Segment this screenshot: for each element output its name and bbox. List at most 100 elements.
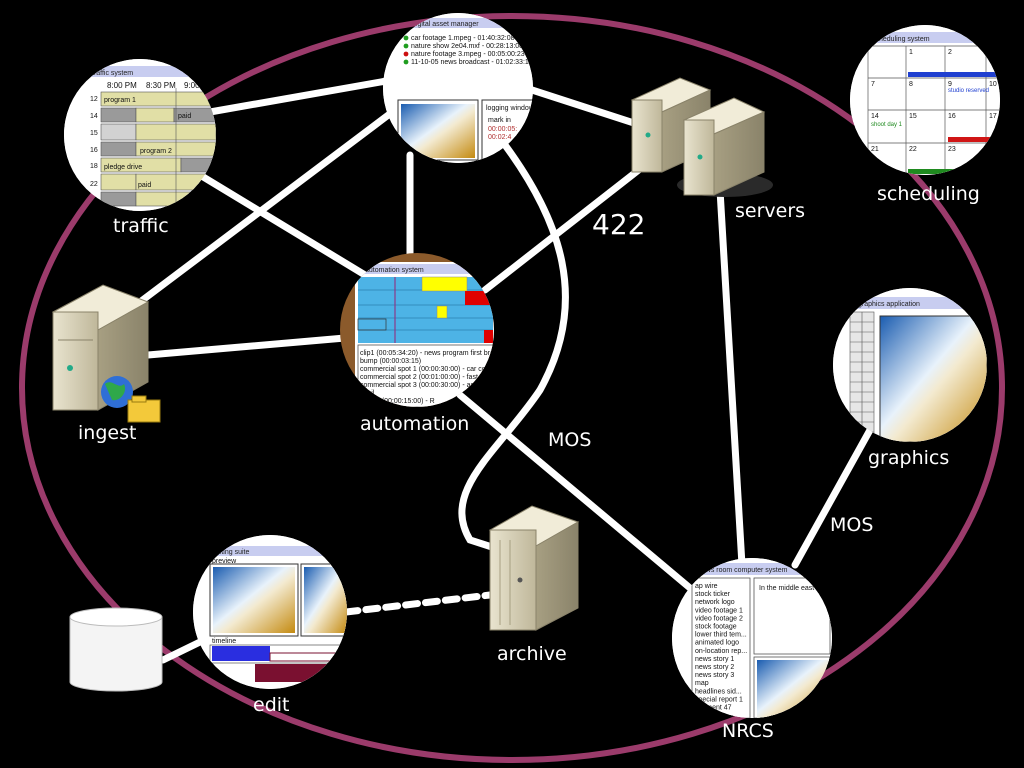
calendar-day: 16 (948, 113, 956, 120)
line-automation-servers (481, 161, 649, 294)
line-edit-storage (159, 638, 204, 664)
dam-node[interactable]: digital asset manager car footage 1.mpeg… (383, 13, 538, 163)
traffic-row-num: 18 (90, 163, 98, 170)
line-edit-archive-dotted (342, 591, 494, 616)
traffic-cell: pledge drive (104, 164, 142, 171)
edit-node[interactable]: editing suite preview timeline edit (193, 535, 347, 716)
label-archive: archive (497, 643, 567, 665)
traffic-time: 8:00 PM (107, 81, 137, 90)
ingest-server-icon (51, 284, 150, 411)
graphics-window-title: graphics application (858, 301, 920, 308)
label-servers: servers (735, 200, 805, 222)
traffic-cell: program 2 (140, 148, 172, 155)
traffic-window-title: traffic system (92, 70, 133, 77)
archive-server-icon (488, 505, 580, 631)
calendar-day: 21 (871, 146, 879, 153)
line-dam-archive-curve (458, 141, 569, 552)
nrcs-rundown-item[interactable]: animated logo (695, 640, 739, 647)
nrcs-rundown-item[interactable]: news story 3 (695, 672, 734, 679)
nrcs-rundown-item[interactable]: video footage 2 (695, 615, 743, 622)
archive-node[interactable]: archive (488, 505, 580, 665)
globe-icon (101, 376, 133, 408)
traffic-node[interactable]: traffic system 8:00 PM 8:30 PM 9:00 (64, 59, 224, 237)
dam-preview-thumbnail (401, 104, 475, 158)
dam-asset-item: nature show 2e04.mxf - 00:28:13:00 - E (411, 43, 534, 50)
dam-logging-title: logging window (486, 105, 535, 112)
schedule-bar-red (948, 137, 1000, 142)
calendar-day: 22 (909, 146, 917, 153)
nrcs-window-title: news room computer system (698, 567, 788, 574)
calendar-day: 8 (909, 81, 913, 88)
line-ingest-dam (136, 106, 399, 306)
line-automation-nrcs (456, 391, 694, 592)
label-mos-automation: MOS (548, 429, 591, 451)
nrcs-rundown-item[interactable]: special report 1 (695, 696, 743, 703)
traffic-row-num: 22 (90, 181, 98, 188)
calendar-day: 7 (871, 81, 875, 88)
traffic-time: 8:30 PM (146, 81, 176, 90)
ingest-node[interactable]: ingest (51, 284, 161, 444)
nrcs-rundown-item[interactable]: on-location rep... (695, 648, 747, 655)
calendar-note: studio reserved (948, 88, 989, 94)
automation-playlist-item: clip1 (00:05:34:20) - news program first… (360, 350, 498, 357)
line-dam-servers (528, 86, 644, 129)
line-ingest-automation (144, 334, 349, 359)
scheduling-window-title: scheduling system (872, 36, 930, 43)
automation-playlist-item: bump (00:00:03:15) (360, 358, 421, 365)
dam-asset-item: car footage 1.mpeg - 01:40:32:08 (411, 35, 515, 42)
label-edit: edit (253, 694, 289, 716)
calendar-day: 14 (871, 113, 879, 120)
servers-node[interactable]: servers (630, 77, 805, 222)
automation-playlist-item: avail (360, 390, 375, 397)
nrcs-rundown-item[interactable]: stock footage (695, 624, 737, 631)
nrcs-rundown-item[interactable]: news story 1 (695, 656, 734, 663)
network-boundary-ellipse (19, 13, 1005, 763)
nrcs-video-preview (757, 660, 830, 718)
nrcs-node[interactable]: news room computer system In the middle … (672, 558, 832, 742)
label-automation: automation (360, 413, 469, 435)
edit-timeline-clip (212, 646, 270, 661)
automation-window-title: automation system (365, 267, 424, 274)
graphics-node[interactable]: graphics application graphics (833, 288, 987, 469)
calendar-day: 15 (909, 113, 917, 120)
label-422: 422 (592, 208, 645, 241)
traffic-row-num: 16 (90, 147, 98, 154)
edit-window-title: editing suite (212, 549, 249, 556)
scheduling-node[interactable]: scheduling system 1 2 7 8 9 10 14 15 16 (850, 25, 1000, 205)
graphics-canvas (879, 315, 987, 442)
connection-lines (136, 76, 874, 664)
nrcs-rundown-item[interactable]: headlines sid... (695, 688, 742, 695)
traffic-row-num: 12 (90, 96, 98, 103)
nrcs-rundown-item[interactable]: network logo (695, 599, 735, 606)
line-servers-nrcs (716, 186, 746, 569)
edit-timeline-label: timeline (212, 638, 236, 645)
dam-mark-timecode: 00:00:05: (488, 126, 517, 133)
automation-playlist-item: promo (00:00:15:00) - R (360, 398, 435, 405)
automation-playlist-item: commercial spot 2 (00:01:00:00) - fast f… (360, 374, 486, 381)
label-mos-graphics: MOS (830, 514, 873, 536)
nrcs-rundown-item[interactable]: stock ticker (695, 591, 731, 598)
label-ingest: ingest (78, 422, 136, 444)
edit-timeline-clip (255, 664, 347, 682)
traffic-cell: program 1 (104, 97, 136, 104)
nrcs-rundown-item[interactable]: news story 2 (695, 664, 734, 671)
calendar-day: 23 (948, 146, 956, 153)
calendar-day: 17 (989, 113, 997, 120)
label-scheduling: scheduling (877, 183, 980, 205)
schedule-bar-green (908, 169, 958, 174)
line-graphics-nrcs (791, 426, 874, 569)
nrcs-rundown-item[interactable]: segment 47 (695, 705, 732, 712)
nrcs-rundown-item[interactable]: map (695, 680, 709, 687)
traffic-row-num: 14 (90, 113, 98, 120)
nrcs-story-text: In the middle east n (759, 585, 820, 592)
edit-program-preview (304, 567, 347, 633)
traffic-time: 9:00 (184, 81, 200, 90)
automation-playlist-item: commercial spot 3 (00:00:30:00) - asp (360, 382, 478, 389)
nrcs-rundown-item[interactable]: lower third tem... (695, 632, 747, 639)
label-graphics: graphics (868, 447, 949, 469)
nrcs-rundown-item[interactable]: ap wire (695, 583, 718, 590)
nrcs-rundown-item[interactable]: video footage 1 (695, 607, 743, 614)
traffic-cell: paid (178, 113, 191, 120)
